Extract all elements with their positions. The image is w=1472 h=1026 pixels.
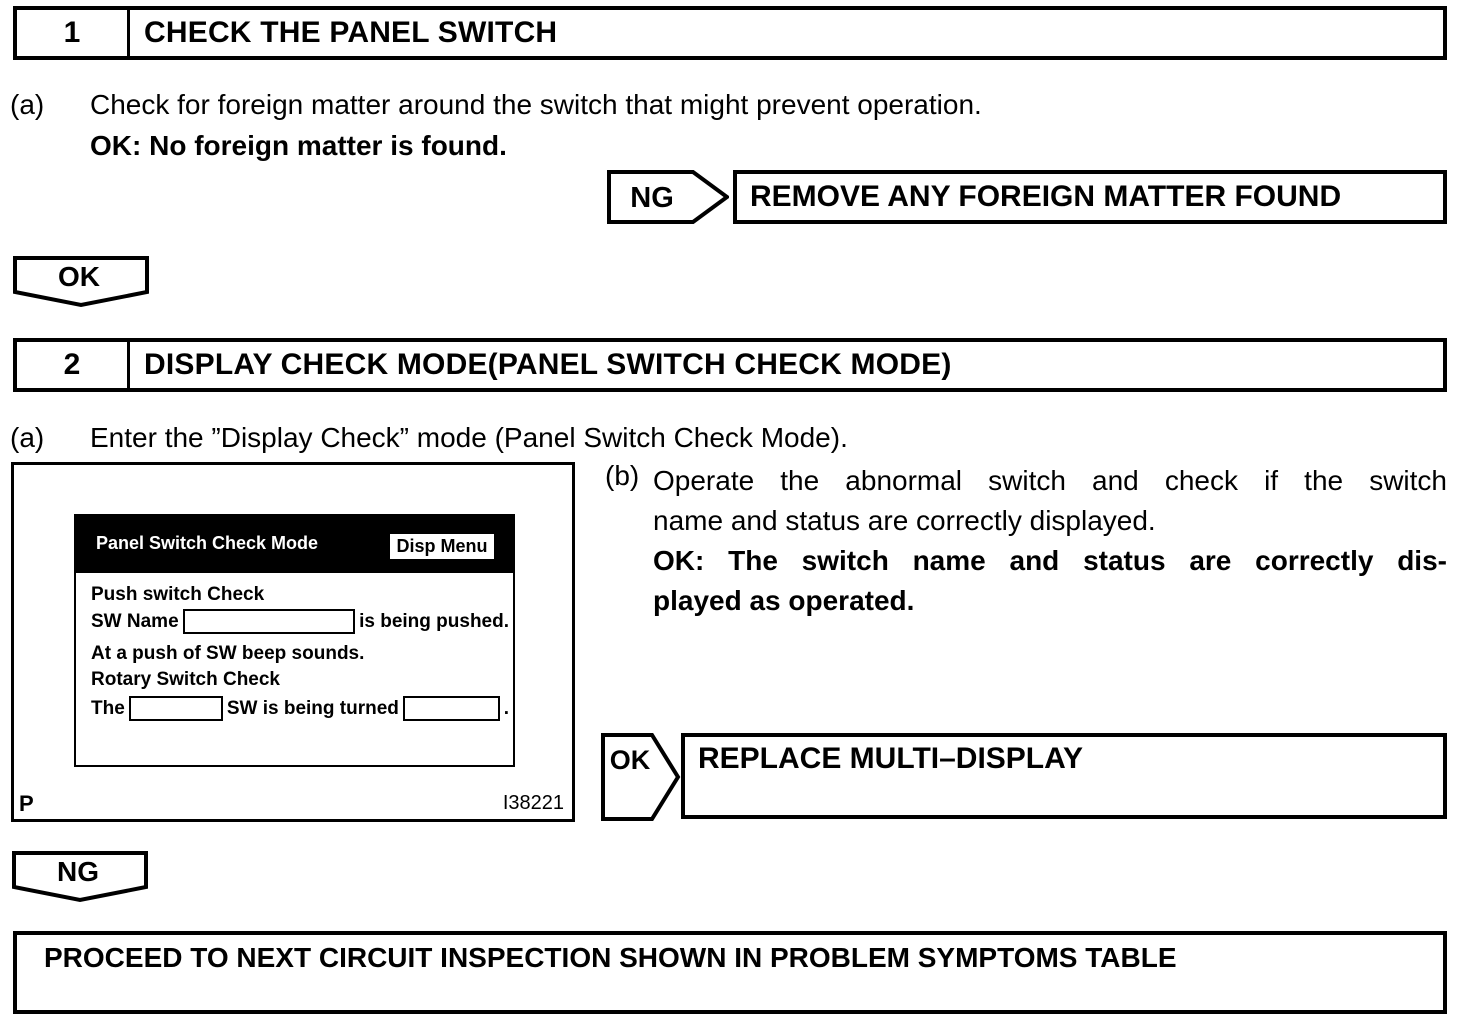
item-b-line1: Operate the abnormal switch and check if… xyxy=(653,465,1447,496)
disp-menu-label: Disp Menu xyxy=(396,536,488,556)
rotary-row: The SW is being turned . xyxy=(91,696,509,721)
step2-title: DISPLAY CHECK MODE(PANEL SWITCH CHECK MO… xyxy=(144,348,952,381)
step1-ng-action-text: REMOVE ANY FOREIGN MATTER FOUND xyxy=(750,180,1342,213)
figure-corner-label: P xyxy=(19,791,34,816)
step2-header-box: 2 DISPLAY CHECK MODE(PANEL SWITCH CHECK … xyxy=(13,338,1447,392)
ng-arrow-label: NG xyxy=(630,182,674,214)
step2-item-a-label: (a) xyxy=(10,422,45,453)
step2-ok-action-text: REPLACE MULTI–DISPLAY xyxy=(698,742,1084,775)
sw-name-field xyxy=(182,609,356,634)
ng-arrow-shape: NG xyxy=(607,170,729,224)
ng-down-connector: NG xyxy=(12,851,148,903)
item-b-ok-line1: OK: The switch name and status are corre… xyxy=(653,545,1447,576)
step2-item-b: (b) Operate the abnormal switch and chec… xyxy=(605,461,1447,621)
figure-id: I38221 xyxy=(502,792,564,814)
step1-item-a-label: (a) xyxy=(10,89,45,120)
rotary-heading: Rotary Switch Check xyxy=(91,669,280,690)
rotary-mid: SW is being turned xyxy=(226,697,399,719)
push-check-heading: Push switch Check xyxy=(91,584,265,605)
rotary-prefix: The xyxy=(91,697,125,719)
step2-item-a-text: Enter the ”Display Check” mode (Panel Sw… xyxy=(90,422,848,453)
step2-item-b-label: (b) xyxy=(605,460,640,491)
sw-name-row: SW Name is being pushed. xyxy=(91,609,509,634)
step1-number: 1 xyxy=(17,10,130,56)
step2-item-b-text: Operate the abnormal switch and check if… xyxy=(653,461,1447,621)
step1-item-a: (a) Check for foreign matter around the … xyxy=(10,90,982,120)
footer-action-text: PROCEED TO NEXT CIRCUIT INSPECTION SHOWN… xyxy=(44,942,1177,973)
sw-name-prefix: SW Name xyxy=(91,610,179,632)
step1-ng-action-box: REMOVE ANY FOREIGN MATTER FOUND xyxy=(733,170,1447,224)
step2-ok-action-box: REPLACE MULTI–DISPLAY xyxy=(681,733,1447,819)
rotary-suffix: . xyxy=(503,697,509,719)
step2-number: 2 xyxy=(17,342,130,388)
ok-down-connector: OK xyxy=(13,256,149,308)
step1-item-a-text: Check for foreign matter around the swit… xyxy=(90,89,982,120)
disp-menu-button: Disp Menu xyxy=(390,534,494,559)
beep-note: At a push of SW beep sounds. xyxy=(91,643,365,664)
item-b-line2: name and status are correctly displayed. xyxy=(653,505,1156,536)
step1-ok-criteria: OK: No foreign matter is found. xyxy=(90,130,507,161)
screen-body: Push switch Check SW Name is being pushe… xyxy=(74,573,515,767)
sw-name-suffix: is being pushed. xyxy=(359,610,509,632)
screen-title: Panel Switch Check Mode xyxy=(96,533,319,553)
ok-down-label: OK xyxy=(58,261,100,292)
item-b-ok-line2: played as operated. xyxy=(653,585,915,616)
figure-frame: Panel Switch Check Mode Disp Menu Push s… xyxy=(11,462,575,822)
rotary-direction-field xyxy=(402,696,500,721)
rotary-name-field xyxy=(128,696,223,721)
display-screen-illustration: Panel Switch Check Mode Disp Menu Push s… xyxy=(74,514,515,767)
footer-action-box: PROCEED TO NEXT CIRCUIT INSPECTION SHOWN… xyxy=(13,931,1447,1014)
step1-header-box: 1 CHECK THE PANEL SWITCH xyxy=(13,6,1447,60)
step1-title: CHECK THE PANEL SWITCH xyxy=(144,16,558,49)
ng-down-label: NG xyxy=(57,856,99,887)
ok-arrow-label: OK xyxy=(610,745,651,775)
ok-arrow-shape: OK xyxy=(601,733,681,821)
step2-item-a: (a) Enter the ”Display Check” mode (Pane… xyxy=(10,423,848,453)
